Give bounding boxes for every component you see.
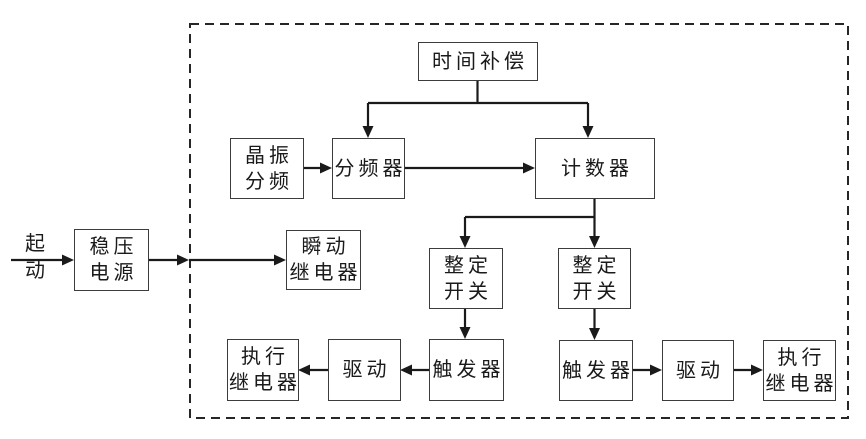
node-drive-right: 驱动	[662, 340, 734, 401]
node-frequency-divider: 分频器	[332, 138, 405, 199]
node-label-line2: 开关	[444, 280, 492, 303]
dashed-boundary	[189, 23, 849, 419]
connector-trigger-left-to-drive-left	[400, 364, 429, 376]
connector-drive-left-to-exec-relay-left	[298, 364, 328, 376]
node-label-line1: 晶振	[245, 144, 293, 167]
node-drive-left: 驱动	[328, 339, 401, 401]
node-label-line1: 稳压	[89, 236, 138, 258]
connector-start-to-power-supply	[11, 254, 74, 266]
node-label-line2: 继电器	[765, 372, 838, 395]
node-counter: 计数器	[535, 138, 655, 199]
node-label-line1: 瞬动	[301, 236, 350, 258]
node-label: 触发器	[562, 359, 634, 382]
node-trigger-left: 触发器	[429, 339, 504, 401]
node-setting-switch-left: 整定 开关	[429, 248, 503, 309]
node-label-line2: 继电器	[289, 262, 362, 284]
node-exec-relay-left: 执行 继电器	[227, 339, 299, 401]
node-label: 时间补偿	[432, 50, 528, 73]
start-label-line2: 动	[25, 260, 45, 282]
connector-setting-switch-left-to-trigger-left	[459, 308, 471, 339]
connector-counter-to-setting-switches	[459, 198, 600, 248]
node-crystal-divider: 晶振 分频	[230, 138, 304, 199]
connector-setting-switch-right-to-trigger-right	[589, 308, 600, 340]
node-label-line1: 执行	[241, 346, 289, 368]
node-label-line2: 电源	[89, 262, 138, 284]
node-label: 触发器	[432, 359, 505, 381]
node-instant-relay: 瞬动 继电器	[286, 230, 361, 290]
start-label-line1: 起	[25, 233, 45, 255]
node-label-line1: 整定	[572, 254, 621, 277]
node-label-line2: 继电器	[229, 372, 301, 394]
connector-drive-right-to-exec-relay-right	[733, 364, 763, 376]
connector-trigger-right-to-drive-right	[632, 364, 662, 376]
node-label-line1: 执行	[777, 346, 826, 369]
node-label: 计数器	[561, 157, 633, 180]
connector-crystal-to-divider	[303, 162, 332, 174]
connector-time-compensation-to-dividers	[362, 81, 594, 138]
node-time-compensation: 时间补偿	[418, 42, 538, 81]
node-power-supply: 稳压 电源	[74, 229, 149, 291]
node-exec-relay-right: 执行 继电器	[763, 340, 836, 401]
node-label: 驱动	[676, 359, 724, 382]
node-setting-switch-right: 整定 开关	[558, 248, 631, 309]
node-label: 分频器	[334, 157, 407, 180]
node-label-line2: 分频	[245, 170, 293, 193]
node-trigger-right: 触发器	[559, 340, 633, 401]
node-label-line2: 开关	[572, 280, 621, 303]
connector-boundary-to-instant-relay	[189, 254, 286, 266]
node-label: 驱动	[342, 359, 391, 381]
connector-power-supply-to-boundary	[149, 254, 189, 266]
connector-divider-to-counter	[404, 162, 535, 174]
node-label-line1: 整定	[444, 254, 492, 277]
